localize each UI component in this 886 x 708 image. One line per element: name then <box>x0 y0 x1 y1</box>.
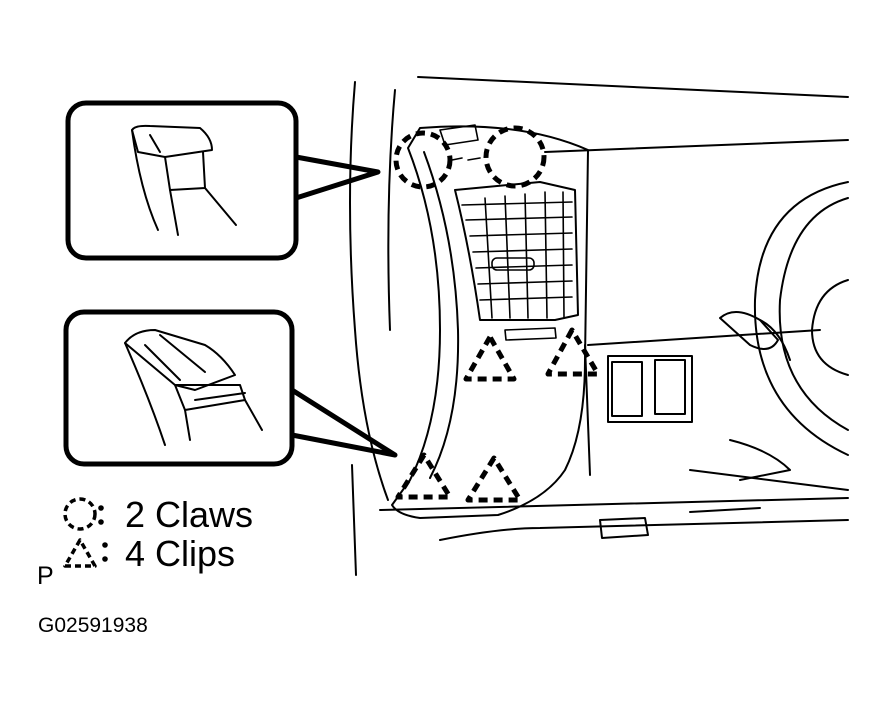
figure-id: G02591938 <box>38 614 148 637</box>
vent-panel <box>391 125 589 519</box>
clip-marker-upper-right <box>545 327 601 377</box>
vent-louvers <box>439 124 573 341</box>
clip-marker-lower-left <box>395 452 453 500</box>
legend-clips-label: 4 Clips <box>125 533 236 574</box>
clip-detail-callout <box>63 309 398 467</box>
legend-claws-label: 2 Claws <box>125 494 254 535</box>
circle-dashed-icon <box>63 497 97 531</box>
page-mark: P <box>37 562 54 590</box>
claw-marker-right <box>483 125 547 189</box>
claw-detail-callout <box>65 100 381 261</box>
claw-marker-left <box>393 130 453 190</box>
clip-marker-lower-right <box>465 455 523 503</box>
steering-wheel <box>719 181 849 481</box>
switch-blanks <box>607 355 693 423</box>
triangle-dashed-icon <box>63 538 97 568</box>
clip-marker-upper-left <box>463 334 517 382</box>
